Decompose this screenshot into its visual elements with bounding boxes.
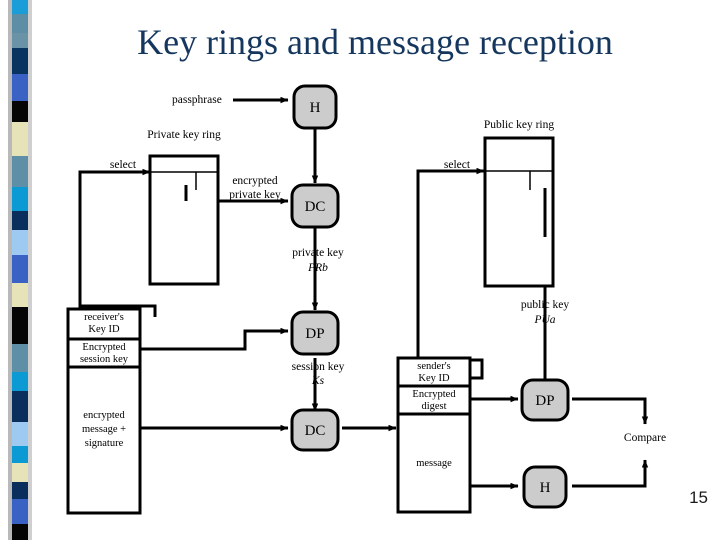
strip-band-5 xyxy=(12,101,28,122)
operator-h-bottom: H xyxy=(522,465,568,509)
pgp-message-reception-diagram: H DC DP DC DP H passphra xyxy=(0,66,720,526)
label-compare: Compare xyxy=(624,432,666,444)
packet-left-row0-line0: receiver's xyxy=(84,312,124,323)
strip-band-6 xyxy=(12,121,28,156)
operator-dp-right-label: DP xyxy=(535,393,554,409)
operator-h-bottom-label: H xyxy=(540,480,551,496)
strip-left-gutter xyxy=(8,0,12,540)
strip-right-gutter xyxy=(28,0,32,540)
strip-band-9 xyxy=(12,210,28,230)
strip-band-1 xyxy=(12,13,28,33)
packet-right-row0-line0: sender's xyxy=(417,361,450,372)
strip-band-17 xyxy=(12,421,28,446)
strip-band-16 xyxy=(12,390,28,422)
decrypted-message-packet xyxy=(396,356,472,514)
label-select-right: select xyxy=(444,159,471,171)
strip-band-20 xyxy=(12,481,28,499)
operator-h-top: H xyxy=(292,84,338,130)
label-private-key-ring: Private key ring xyxy=(147,129,221,141)
packet-left-row1-line0: Encrypted xyxy=(82,342,126,353)
strip-band-21 xyxy=(12,498,28,525)
operator-dp-mid: DP xyxy=(290,310,340,356)
operator-dc-mid-label: DC xyxy=(305,423,326,439)
label-select-left: select xyxy=(110,159,137,171)
strip-band-18 xyxy=(12,445,28,463)
strip-band-3 xyxy=(12,47,28,74)
strip-band-22 xyxy=(12,524,28,540)
decorative-color-strip xyxy=(8,0,32,540)
strip-band-4 xyxy=(12,73,28,102)
strip-band-19 xyxy=(12,462,28,482)
strip-color-bands xyxy=(12,0,28,540)
edge-select-right xyxy=(416,167,485,380)
label-encrypted-private-key-line2: private key xyxy=(229,189,281,201)
strip-band-10 xyxy=(12,229,28,256)
packet-right-row1-line0: Encrypted xyxy=(412,389,456,400)
page-title: Key rings and message reception xyxy=(137,22,613,62)
packet-right-row1-line1: digest xyxy=(421,401,446,412)
packet-left-row2-line2: signature xyxy=(85,438,124,449)
edge-select-left xyxy=(78,168,157,317)
operator-dp-mid-label: DP xyxy=(305,326,324,342)
packet-left-row0-line1: Key ID xyxy=(88,324,120,335)
label-public-key-symbol: PUa xyxy=(533,314,555,326)
label-passphrase: passphrase xyxy=(172,94,222,106)
packet-right-row0-line1: Key ID xyxy=(418,373,450,384)
operator-h-top-label: H xyxy=(310,100,321,116)
label-session-key-symbol: Ks xyxy=(311,375,325,387)
strip-band-14 xyxy=(12,344,28,372)
strip-band-11 xyxy=(12,255,28,283)
label-session-key: session key xyxy=(292,361,345,373)
strip-band-7 xyxy=(12,155,28,187)
edge-h-to-compare xyxy=(572,459,649,488)
label-private-key-symbol: PRb xyxy=(307,262,328,274)
packet-left-row2-line0: encrypted xyxy=(83,410,125,421)
operator-dp-right: DP xyxy=(520,378,570,422)
label-private-key: private key xyxy=(292,247,344,259)
strip-band-2 xyxy=(12,32,28,48)
operator-dc-top-label: DC xyxy=(305,199,326,215)
received-message-packet xyxy=(66,307,142,515)
strip-band-15 xyxy=(12,371,28,391)
private-key-ring-box xyxy=(148,154,220,286)
page-number: 15 xyxy=(689,488,708,507)
strip-band-0 xyxy=(12,0,28,14)
label-encrypted-private-key-line1: encrypted xyxy=(232,175,278,187)
label-public-key: public key xyxy=(521,299,569,311)
packet-left-row1-line1: session key xyxy=(80,354,129,365)
operator-dc-mid: DC xyxy=(290,408,340,452)
edge-sessionkey-to-dp xyxy=(140,327,289,351)
strip-band-8 xyxy=(12,186,28,211)
label-public-key-ring: Public key ring xyxy=(484,119,555,131)
strip-band-13 xyxy=(12,306,28,345)
strip-band-12 xyxy=(12,282,28,307)
public-key-ring-box xyxy=(483,136,555,288)
edge-dp-to-compare xyxy=(572,397,649,425)
packet-left-row2-line1: message + xyxy=(82,424,126,435)
operator-dc-top: DC xyxy=(290,183,340,229)
packet-right-row2-line0: message xyxy=(416,458,452,469)
